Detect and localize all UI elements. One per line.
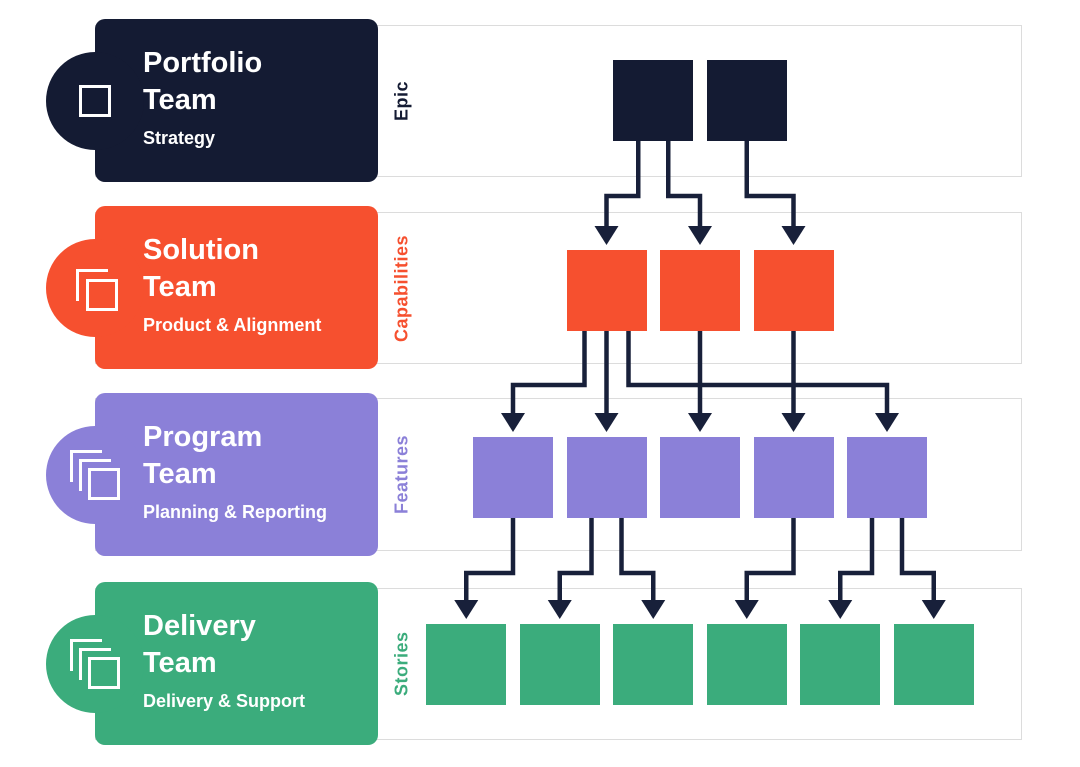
flow-arrow-line <box>744 518 796 603</box>
arrowhead-icon <box>594 413 619 432</box>
team-focus: Delivery & Support <box>143 691 306 711</box>
delivery-work-item-box <box>519 624 600 705</box>
solution-work-item-box <box>566 250 647 331</box>
team-title: Delivery Team <box>143 610 256 679</box>
arrowhead-icon <box>641 600 666 619</box>
solution-work-item-box <box>753 250 834 331</box>
flow-arrow-line <box>464 518 516 603</box>
team-title: Portfolio Team <box>143 47 263 116</box>
arrowhead-icon <box>501 413 525 432</box>
portfolio-work-item-box <box>613 60 694 141</box>
program-work-item-box <box>753 437 834 518</box>
program-work-item-box <box>660 437 740 518</box>
program-work-item-box <box>473 437 553 518</box>
arrowhead-icon <box>781 413 806 432</box>
arrowhead-icon <box>828 600 853 619</box>
delivery-team-card: Delivery Team Delivery & Support <box>46 582 378 745</box>
arrowhead-icon <box>547 600 572 619</box>
team-focus: Product & Alignment <box>143 315 322 335</box>
flow-arrow-line <box>838 518 875 603</box>
flow-arrow-line <box>626 331 703 416</box>
program-team-card: Program Team Planning & Reporting <box>46 393 378 556</box>
arrowhead-icon <box>454 600 479 619</box>
artifact-label-capabilities: Capabilities <box>391 234 412 342</box>
triple-square-icon <box>69 449 121 501</box>
card-notch <box>46 425 144 524</box>
team-focus: Strategy <box>143 128 216 148</box>
solution-team-card: Solution Team Product & Alignment <box>46 206 378 369</box>
arrowhead-icon <box>734 600 759 619</box>
portfolio-team-card: Portfolio Team Strategy <box>46 19 378 182</box>
arrowhead-icon <box>875 413 899 432</box>
card-notch <box>46 614 144 713</box>
team-title: Solution Team <box>143 234 259 303</box>
single-square-icon <box>69 75 121 127</box>
card-notch <box>46 238 144 337</box>
flow-arrow-line <box>619 518 656 603</box>
delivery-work-item-box <box>800 624 881 705</box>
flow-arrow-line <box>557 518 594 603</box>
flow-arrow-line <box>791 331 890 416</box>
team-focus: Planning & Reporting <box>143 502 327 522</box>
artifact-label-features: Features <box>391 434 412 515</box>
artifact-label-stories: Stories <box>391 631 412 697</box>
delivery-work-item-box <box>893 624 974 705</box>
flow-arrow-line <box>899 518 936 603</box>
flow-arrow-line <box>510 331 587 416</box>
program-work-item-box <box>847 437 927 518</box>
flow-arrow-line <box>697 331 796 416</box>
delivery-work-item-box <box>613 624 694 705</box>
arrowhead-icon <box>594 226 619 245</box>
team-title: Program Team <box>143 421 263 490</box>
flow-arrow-line <box>604 141 641 229</box>
arrowhead-icon <box>921 600 946 619</box>
triple-square-icon <box>69 638 121 690</box>
delivery-work-item-box <box>426 624 507 705</box>
artifact-label-epic: Epic <box>391 81 412 122</box>
arrowhead-icon <box>688 413 712 432</box>
double-square-icon <box>69 262 121 314</box>
arrowhead-icon <box>781 226 806 245</box>
portfolio-work-item-box <box>706 60 787 141</box>
solution-work-item-box <box>660 250 740 331</box>
delivery-work-item-box <box>706 624 787 705</box>
flow-arrow-line <box>666 141 703 229</box>
flow-arrow-line <box>744 141 796 229</box>
card-notch <box>46 51 144 150</box>
arrowhead-icon <box>688 226 712 245</box>
program-work-item-box <box>566 437 647 518</box>
